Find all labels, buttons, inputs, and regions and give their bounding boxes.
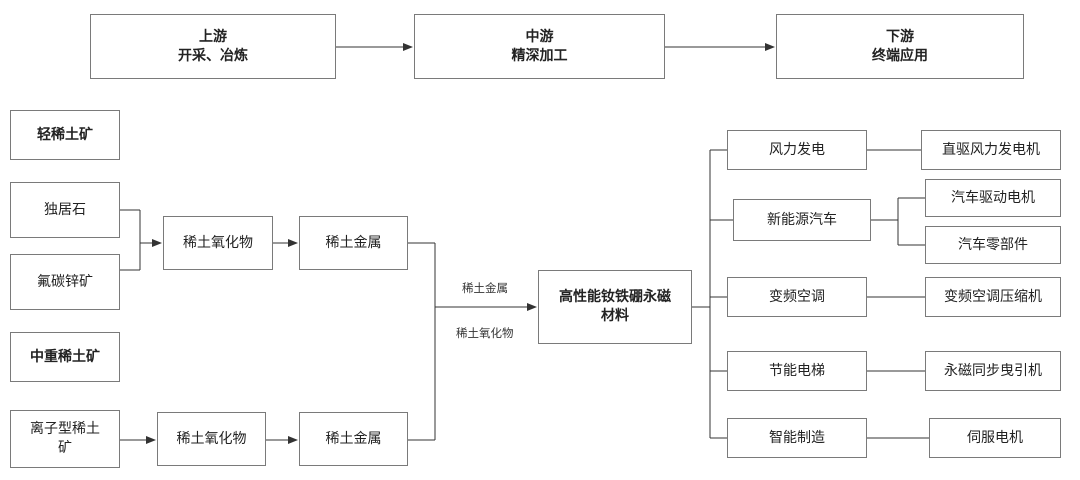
heavy-rare-earth-category: 中重稀土矿 <box>10 332 120 382</box>
product-vehicle-drive-motor: 汽车驱动电机 <box>925 179 1061 217</box>
ndfeb-magnet-material: 高性能钕铁硼永磁材料 <box>538 270 692 344</box>
ore-ionic: 离子型稀土矿 <box>10 410 120 468</box>
product-traction-machine: 永磁同步曳引机 <box>925 351 1061 391</box>
product-servo-motor: 伺服电机 <box>929 418 1061 458</box>
stage-upstream: 上游 开采、冶炼 <box>90 14 336 79</box>
stage-upstream-subtitle: 开采、冶炼 <box>178 47 248 64</box>
edge-label-metal: 稀土金属 <box>462 281 508 295</box>
heavy-metal: 稀土金属 <box>299 412 408 466</box>
light-oxide: 稀土氧化物 <box>163 216 273 270</box>
stage-midstream-subtitle: 精深加工 <box>511 47 568 64</box>
light-metal: 稀土金属 <box>299 216 408 270</box>
light-rare-earth-category: 轻稀土矿 <box>10 110 120 160</box>
app-new-energy-vehicle: 新能源汽车 <box>733 199 871 241</box>
app-wind-power: 风力发电 <box>727 130 867 170</box>
stage-midstream: 中游 精深加工 <box>414 14 665 79</box>
stage-upstream-title: 上游 <box>199 28 227 45</box>
stage-midstream-title: 中游 <box>525 28 554 45</box>
product-direct-drive-generator: 直驱风力发电机 <box>921 130 1061 170</box>
stage-downstream-title: 下游 <box>886 28 914 45</box>
stage-downstream: 下游 终端应用 <box>776 14 1024 79</box>
ore-bastnaesite: 氟碳锌矿 <box>10 254 120 310</box>
app-smart-manufacturing: 智能制造 <box>727 418 867 458</box>
app-energy-saving-elevator: 节能电梯 <box>727 351 867 391</box>
ore-monazite: 独居石 <box>10 182 120 238</box>
product-vehicle-parts: 汽车零部件 <box>925 226 1061 264</box>
product-inverter-compressor: 变频空调压缩机 <box>925 277 1061 317</box>
app-inverter-ac: 变频空调 <box>727 277 867 317</box>
stage-downstream-subtitle: 终端应用 <box>872 47 928 64</box>
heavy-oxide: 稀土氧化物 <box>157 412 266 466</box>
edge-label-oxide: 稀土氧化物 <box>456 326 514 340</box>
